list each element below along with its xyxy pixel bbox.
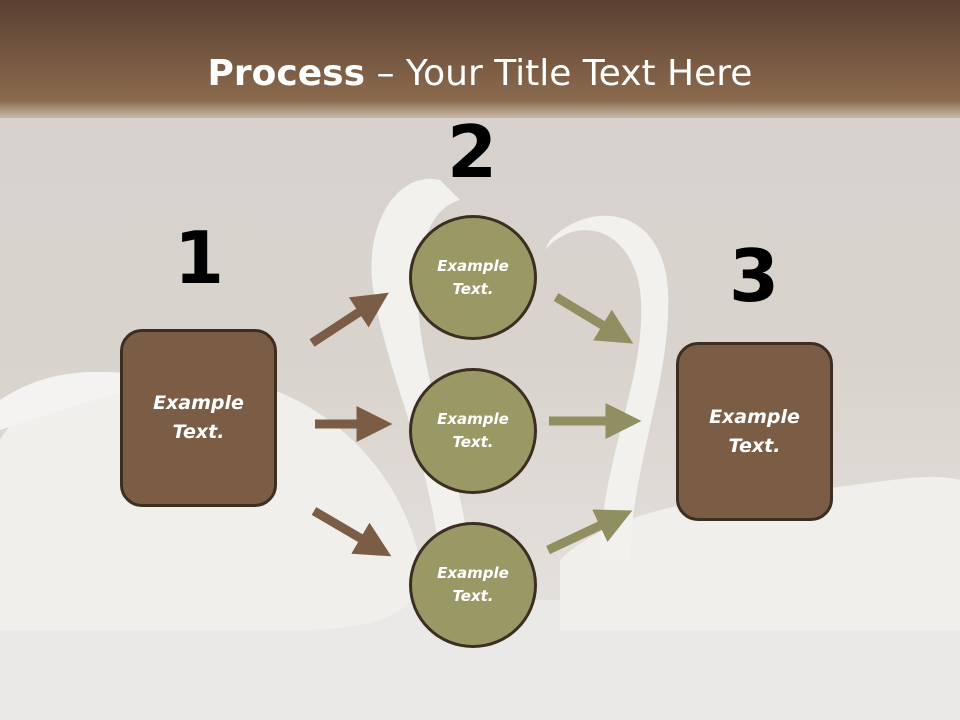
step-3-box: Example Text.	[676, 342, 833, 521]
circle-1-text: Example Text.	[437, 256, 509, 298]
step-number-1: 1	[173, 216, 225, 300]
page-title: Process – Your Title Text Here	[0, 52, 960, 96]
circle-3: Example Text.	[409, 522, 537, 648]
step-3-text: Example Text.	[709, 405, 800, 457]
title-bold: Process	[207, 53, 366, 94]
arrow-1-to-circle-1	[309, 292, 389, 347]
circle-1: Example Text.	[409, 215, 537, 340]
circle-2: Example Text.	[409, 368, 537, 494]
arrow-circle-3-to-3	[546, 509, 633, 555]
step-1-text: Example Text.	[153, 392, 244, 443]
arrow-circle-1-to-3	[553, 293, 634, 344]
step-number-3: 3	[728, 234, 780, 318]
arrow-1-to-circle-3	[311, 507, 392, 557]
circle-3-text: Example Text.	[437, 564, 509, 605]
circle-2-text: Example Text.	[437, 410, 509, 451]
step-number-2: 2	[446, 110, 498, 194]
step-1-box: Example Text.	[120, 329, 277, 507]
title-rest: – Your Title Text Here	[365, 53, 753, 94]
